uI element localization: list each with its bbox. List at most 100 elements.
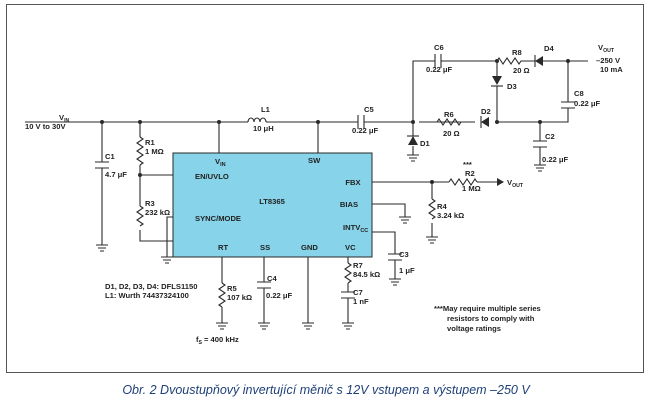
diode-d1 xyxy=(408,136,418,145)
circuit-schematic: LT8365 VIN SW EN/UVLO FBX BIAS SYNC/MODE… xyxy=(25,43,623,346)
capacitor-c6 xyxy=(434,54,442,68)
c3-name: C3 xyxy=(399,250,409,259)
capacitor-c8 xyxy=(561,101,575,109)
ground-rt xyxy=(216,322,228,330)
r8-value: 20 Ω xyxy=(513,66,530,75)
ground-gnd-pin xyxy=(302,322,314,330)
c4-value: 0.22 μF xyxy=(266,291,293,300)
resistor-r4 xyxy=(428,198,436,220)
l1-value: 10 μH xyxy=(253,124,274,133)
capacitor-c4 xyxy=(257,281,271,289)
r8-name: R8 xyxy=(512,48,522,57)
ground-c1 xyxy=(96,244,108,252)
r3-name: R3 xyxy=(145,199,155,208)
capacitor-c5 xyxy=(357,115,365,129)
ground-d1 xyxy=(407,154,419,162)
vout-fb-arrow xyxy=(497,178,504,186)
pin-bias: BIAS xyxy=(340,200,358,209)
r6-name: R6 xyxy=(444,110,454,119)
c8-value: 0.22 μF xyxy=(574,99,601,108)
d1-name: D1 xyxy=(420,139,430,148)
r5-value: 107 kΩ xyxy=(227,293,252,302)
resistor-r5 xyxy=(218,282,226,308)
wire-c8 xyxy=(497,61,569,123)
capacitor-c1 xyxy=(95,161,109,169)
vout-current: 10 mA xyxy=(600,65,623,74)
c7-name: C7 xyxy=(353,288,363,297)
resistor-r3 xyxy=(136,205,144,227)
capacitor-c7 xyxy=(341,291,355,299)
ground-c4 xyxy=(258,322,270,330)
pin-en-uvlo: EN/UVLO xyxy=(195,172,229,181)
r4-value: 3.24 kΩ xyxy=(437,211,464,220)
r7-name: R7 xyxy=(353,261,363,270)
ic-lt8365 xyxy=(172,152,373,258)
resistor-r6 xyxy=(436,118,462,126)
d3-name: D3 xyxy=(507,82,517,91)
figure-caption: Obr. 2 Dvoustupňový invertující měnič s … xyxy=(122,383,530,397)
c4-name: C4 xyxy=(267,274,277,283)
series-note-line3: voltage ratings xyxy=(447,324,501,333)
vin-label: VIN xyxy=(59,113,70,124)
ground-sync xyxy=(161,256,173,264)
ic-name: LT8365 xyxy=(259,197,285,206)
vin-range: 10 V to 30V xyxy=(25,122,66,131)
d2-name: D2 xyxy=(481,107,491,116)
diode-d4 xyxy=(535,56,543,66)
pin-vc: VC xyxy=(345,243,356,252)
r4-name: R4 xyxy=(437,202,447,211)
resistor-r8 xyxy=(496,57,535,65)
ground-bias xyxy=(399,216,411,224)
parts-note-diodes: D1, D2, D3, D4: DFLS1150 xyxy=(105,282,197,291)
wire-upper-rail xyxy=(412,60,588,122)
pin-gnd: GND xyxy=(301,243,318,252)
wire-sync xyxy=(166,216,173,257)
parts-note-inductor: L1: Wurth 74437324100 xyxy=(105,291,189,300)
vout-fb-label: VOUT xyxy=(507,178,524,189)
series-note-line2: resistors to comply with xyxy=(447,314,535,323)
r1-value: 1 MΩ xyxy=(145,147,164,156)
r1-name: R1 xyxy=(145,138,155,147)
wire-r1 xyxy=(139,122,173,242)
junction-d3-top xyxy=(495,59,499,63)
pin-intvcc: INTVCC xyxy=(343,223,368,234)
diode-d3 xyxy=(492,76,502,85)
junction-d2 xyxy=(495,120,499,124)
capacitor-c2 xyxy=(533,140,547,148)
switching-frequency: fS= 400 kHz xyxy=(196,335,239,346)
vout-voltage: –250 V xyxy=(596,56,621,65)
l1-name: L1 xyxy=(261,105,271,114)
resistor-r7 xyxy=(344,262,352,284)
resistor-r2 xyxy=(448,178,478,186)
pin-vin: VIN xyxy=(215,157,226,168)
capacitor-c3 xyxy=(388,253,402,261)
r3-value: 232 kΩ xyxy=(145,208,170,217)
ground-r4 xyxy=(426,236,438,244)
r2-value: 1 MΩ xyxy=(462,184,481,193)
diode-d2 xyxy=(481,117,489,127)
junction-en xyxy=(138,173,142,177)
c2-value: 0.22 μF xyxy=(542,155,569,164)
pin-sync-mode: SYNC/MODE xyxy=(195,214,241,223)
ground-c3 xyxy=(389,278,401,286)
c1-name: C1 xyxy=(105,152,115,161)
r7-value: 84.5 kΩ xyxy=(353,270,380,279)
r2-name: R2 xyxy=(465,169,475,178)
c8-name: C8 xyxy=(574,89,584,98)
ground-c2 xyxy=(534,164,546,172)
c7-value: 1 nF xyxy=(353,297,369,306)
resistor-r1 xyxy=(136,136,144,166)
inductor-l1 xyxy=(247,117,267,123)
r5-name: R5 xyxy=(227,284,237,293)
series-note-line1: ***May require multiple series xyxy=(434,304,541,313)
schematic-frame: LT8365 VIN SW EN/UVLO FBX BIAS SYNC/MODE… xyxy=(6,4,644,373)
c5-value: 0.22 μF xyxy=(352,126,379,135)
wire-bias xyxy=(372,203,406,217)
pin-fbx: FBX xyxy=(345,178,360,187)
c6-value: 0.22 μF xyxy=(426,65,453,74)
c3-value: 1 μF xyxy=(399,266,415,275)
d4-name: D4 xyxy=(544,44,554,53)
pin-ss: SS xyxy=(260,243,270,252)
c6-name: C6 xyxy=(434,43,444,52)
ground-vc xyxy=(342,322,354,330)
